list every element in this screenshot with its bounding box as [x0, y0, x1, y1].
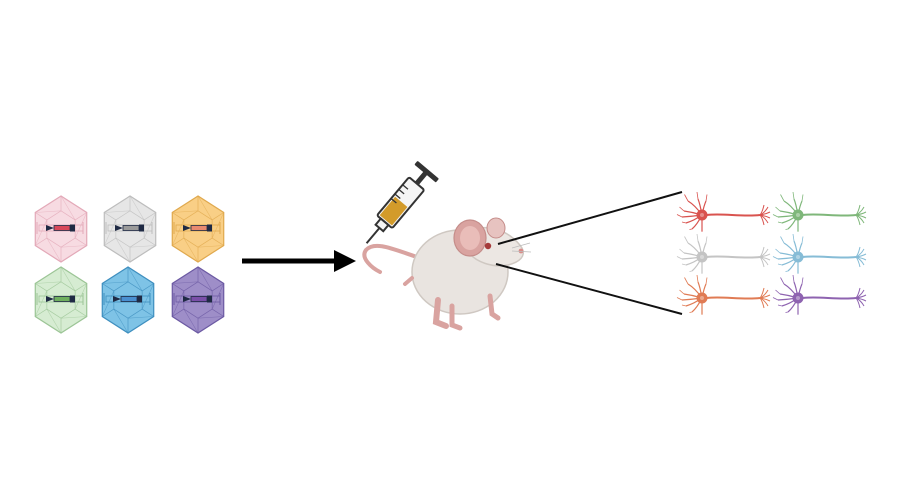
zoom-lines — [495, 191, 683, 315]
virus-capsid — [171, 195, 225, 263]
gene-cassette — [36, 293, 84, 305]
neuron — [772, 274, 867, 315]
neuron — [772, 233, 867, 274]
neuron — [676, 274, 771, 315]
virus-capsid — [103, 195, 157, 263]
neuron — [772, 191, 867, 232]
gene-cassette — [36, 222, 84, 234]
virus-capsid — [101, 266, 155, 334]
gene-cassette — [173, 222, 221, 234]
virus-capsid — [171, 266, 225, 334]
virus-capsid — [34, 195, 88, 263]
syringe-icon — [365, 161, 439, 244]
neuron — [676, 191, 771, 232]
neuron-grid — [676, 191, 867, 315]
virus-capsid — [34, 266, 88, 334]
gene-cassette — [105, 222, 153, 234]
mouse-icon — [362, 217, 532, 331]
gene-cassette — [173, 293, 221, 305]
neuron — [676, 233, 771, 274]
right-arrow-icon — [242, 250, 356, 272]
virus-capsid-grid — [34, 195, 225, 334]
gene-cassette — [103, 293, 151, 305]
